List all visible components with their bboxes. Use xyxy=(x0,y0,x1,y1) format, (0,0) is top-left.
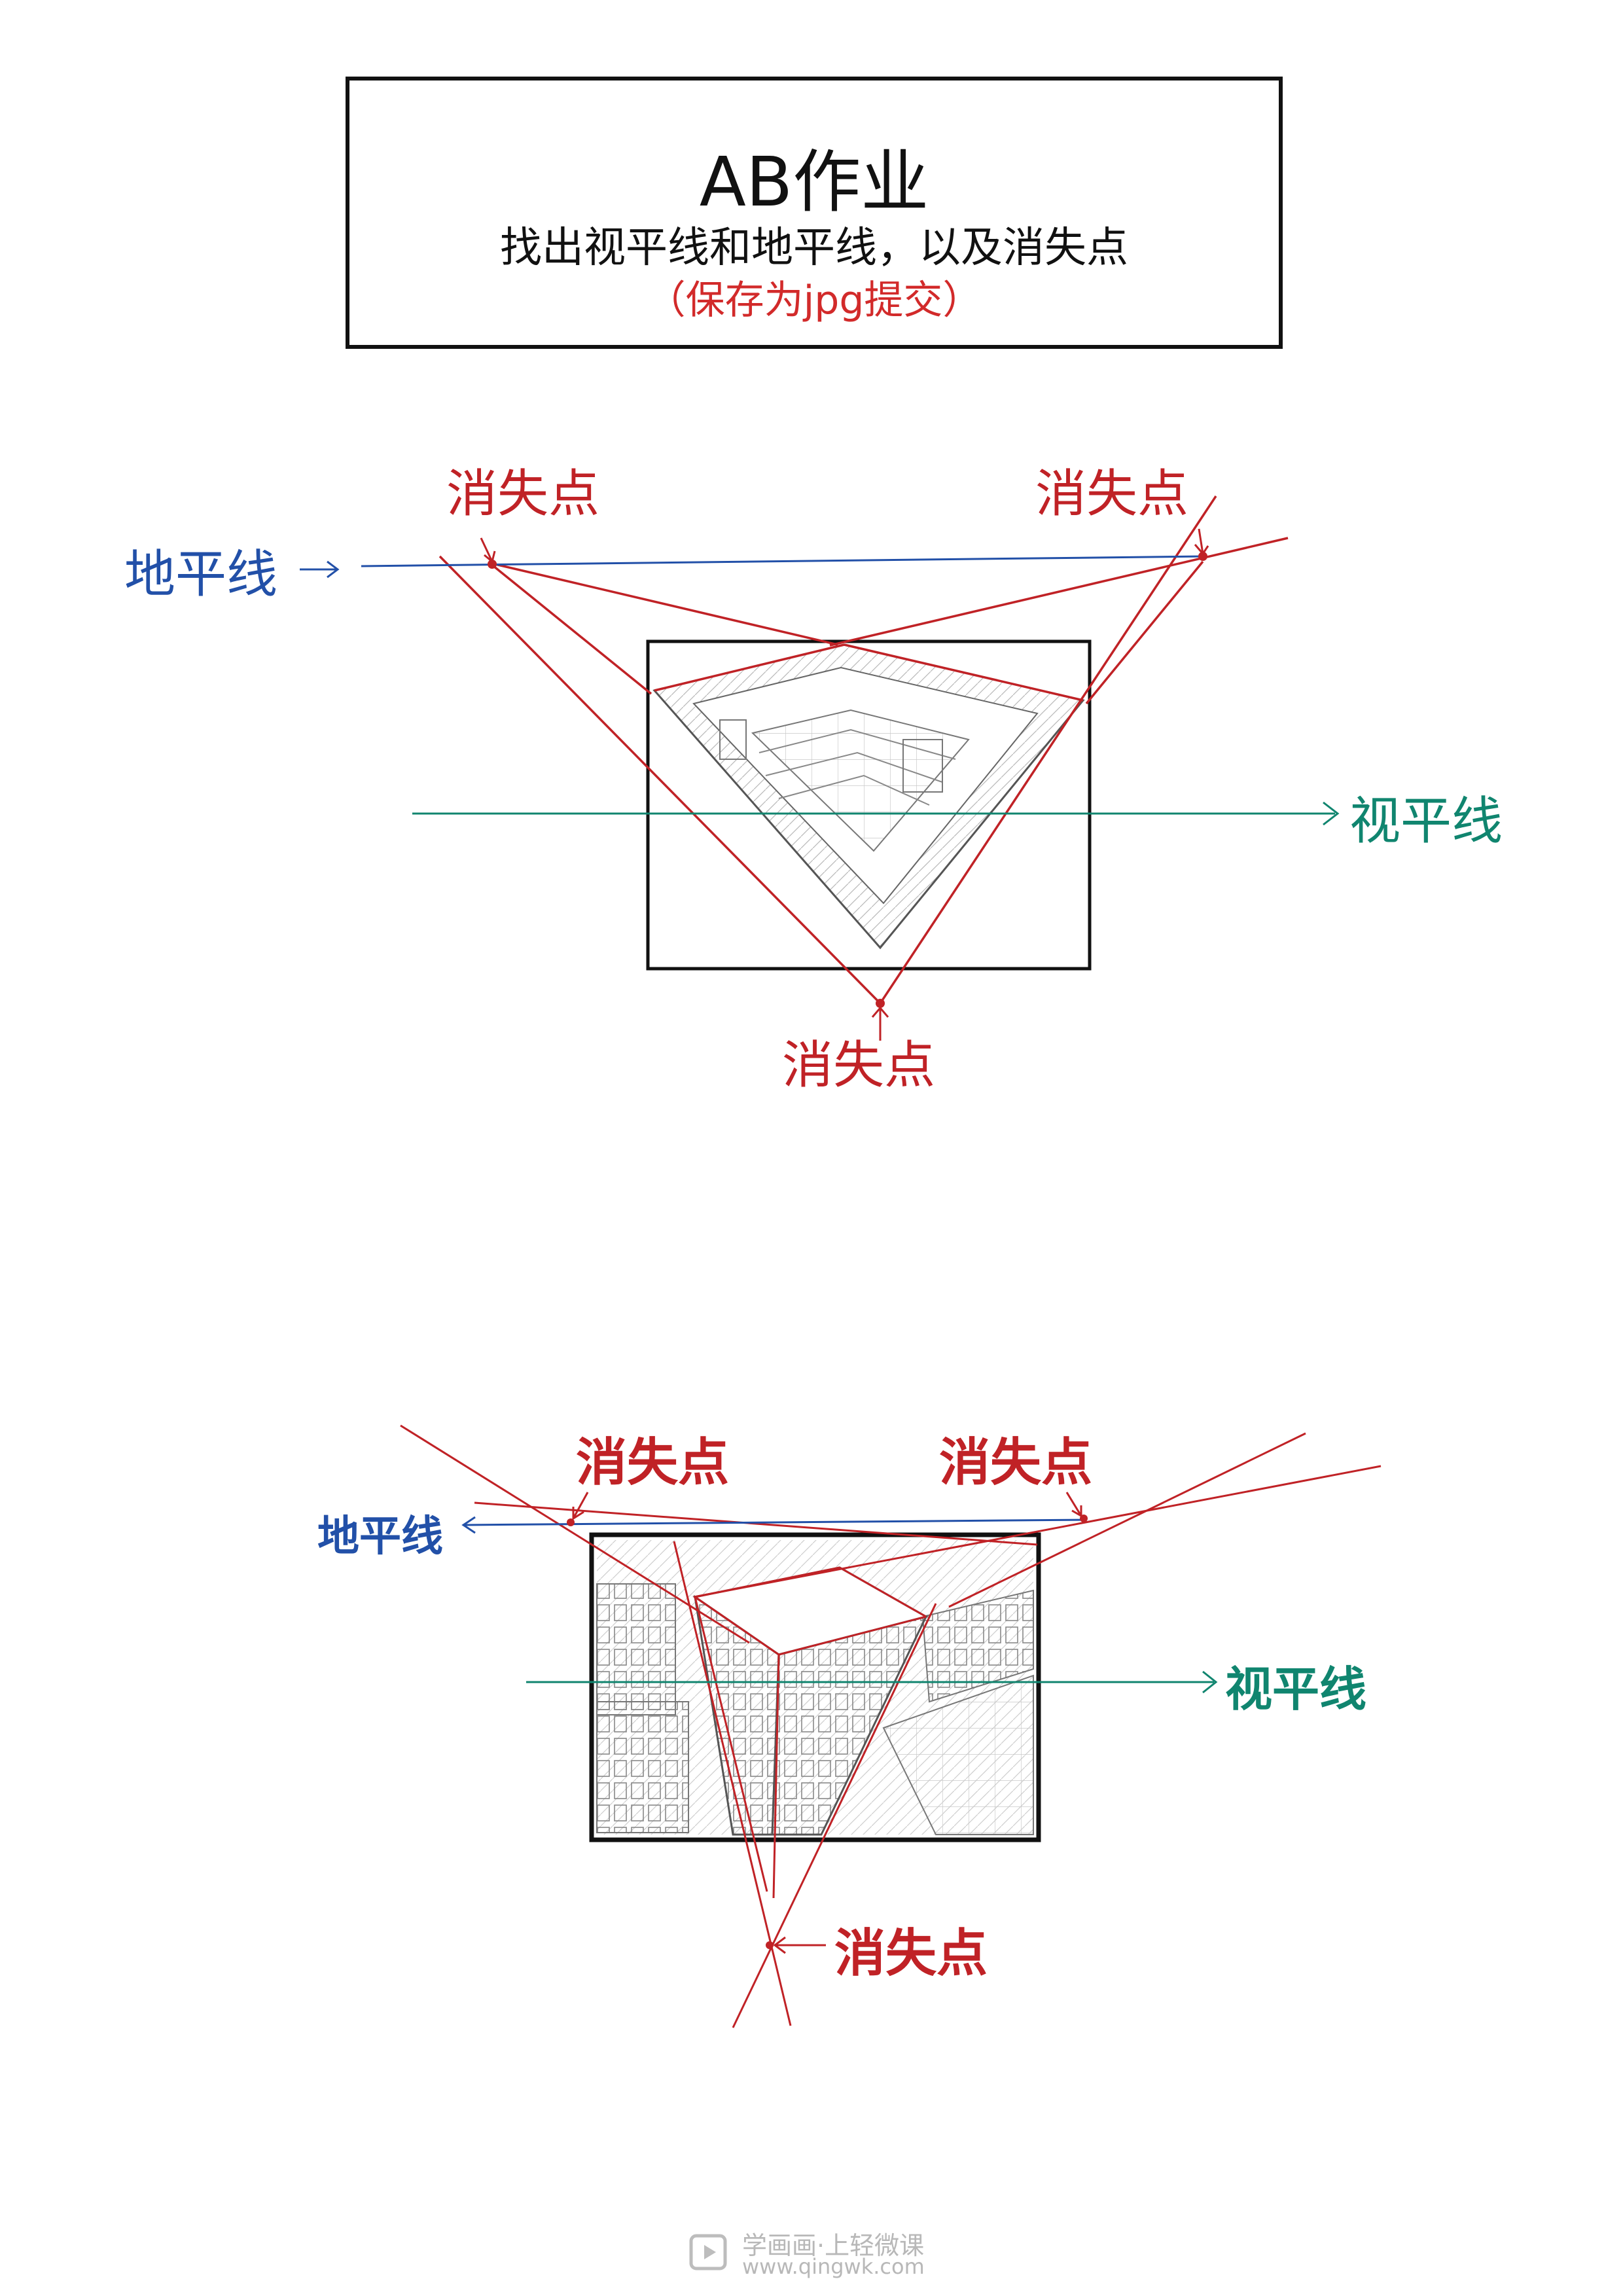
diagram-a xyxy=(300,495,1340,1041)
diagram-b-vp-right-label: 消失点 xyxy=(939,1433,1093,1492)
diagram-b-eye-level-label: 视平线 xyxy=(1225,1662,1367,1717)
watermark: 学画画·上轻微课 www.qingwk.com xyxy=(687,2224,962,2283)
diagram-b-horizon-label: 地平线 xyxy=(317,1513,443,1561)
diagram-b-vp-bottom-label: 消失点 xyxy=(834,1924,988,1983)
page-title: AB作业 xyxy=(699,142,929,222)
diagram-a-vp-right-label: 消失点 xyxy=(1035,465,1189,524)
diagram-b-vp-right-arrow-icon xyxy=(1065,1492,1082,1518)
diagram-b-eye-level-line xyxy=(526,1670,1218,1694)
diagram-a-horizon-line xyxy=(361,555,1205,567)
diagram-a-vp-bottom-label: 消失点 xyxy=(782,1036,936,1095)
diagram-a-vp-bottom-arrow-icon xyxy=(871,1006,889,1041)
title-box: AB作业 找出视平线和地平线，以及消失点 （保存为jpg提交） xyxy=(346,77,1283,349)
diagram-a-horizon-arrow-icon xyxy=(300,560,340,579)
diagram-a-vp-right-dot xyxy=(1198,552,1207,561)
diagram-a-eye-level-line xyxy=(412,801,1340,826)
diagram-a-picture xyxy=(646,639,1092,971)
watermark-brand: 学画画·上轻微课 xyxy=(742,2231,925,2260)
diagram-b-vanishing-lines xyxy=(400,1424,1382,2028)
submission-note: （保存为jpg提交） xyxy=(646,278,982,323)
watermark-url: www.qingwk.com xyxy=(742,2254,925,2279)
diagram-b-vp-bottom-arrow-icon xyxy=(773,1936,826,1954)
diagram-a-vanishing-lines xyxy=(438,495,1289,1005)
diagram-a-vp-left-label: 消失点 xyxy=(446,465,600,524)
diagram-a-eye-level-label: 视平线 xyxy=(1349,792,1503,851)
video-play-icon xyxy=(689,2234,727,2270)
diagram-b-vp-bottom-dot xyxy=(766,1941,774,1949)
diagram-b-vp-left-arrow-icon xyxy=(572,1492,589,1520)
diagram-a-vp-bottom-dot xyxy=(876,999,885,1008)
diagram-a-vp-left-dot xyxy=(488,560,497,569)
diagram-b-vp-left-dot xyxy=(567,1518,575,1526)
diagram-b-picture xyxy=(589,1532,1041,1842)
diagram-b-horizon-arrow-icon xyxy=(461,1516,476,1534)
diagram-b-vp-left-label: 消失点 xyxy=(576,1433,730,1492)
diagram-a-horizon-label: 地平线 xyxy=(124,545,278,604)
assignment-instruction: 找出视平线和地平线，以及消失点 xyxy=(500,224,1128,272)
diagram-a-vp-right-arrow-icon xyxy=(1194,528,1209,556)
diagram-a-vp-left-arrow-icon xyxy=(480,537,496,564)
diagram-b xyxy=(400,1424,1382,2028)
